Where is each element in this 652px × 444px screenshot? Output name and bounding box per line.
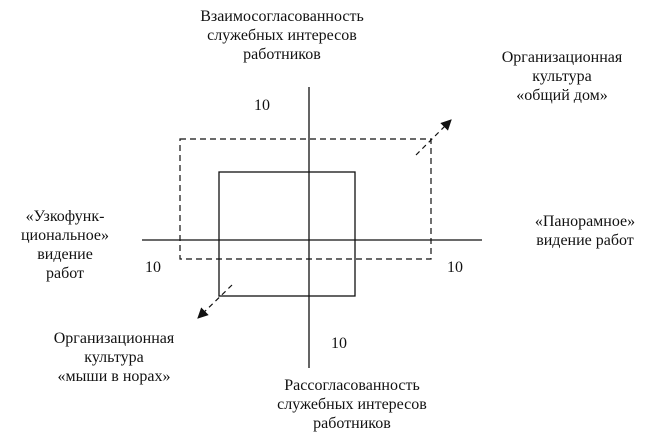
bottom-axis-label: Рассогласованность служебных интересов р… [277, 377, 427, 432]
solid-rectangle [218, 171, 356, 297]
scale-top-value: 10 [254, 97, 270, 114]
top-right-culture-label: Организационная культура «общий дом» [501, 49, 623, 104]
dashed-rectangle [179, 138, 432, 260]
scale-left-value: 10 [145, 259, 161, 276]
right-axis-label: «Панорамное» видение работ [534, 213, 636, 249]
scale-right-value: 10 [447, 259, 463, 276]
bottom-left-culture-label: Организационная культура «мыши в норах» [53, 330, 175, 385]
scale-bottom-value: 10 [331, 335, 347, 352]
left-axis-label: «Узкофунк- циональное» видение работ [20, 208, 110, 282]
arrow-bottom-left [197, 284, 233, 319]
arrow-top-right [415, 119, 452, 156]
top-axis-label: Взаимосогласованность служебных интересо… [200, 8, 364, 63]
